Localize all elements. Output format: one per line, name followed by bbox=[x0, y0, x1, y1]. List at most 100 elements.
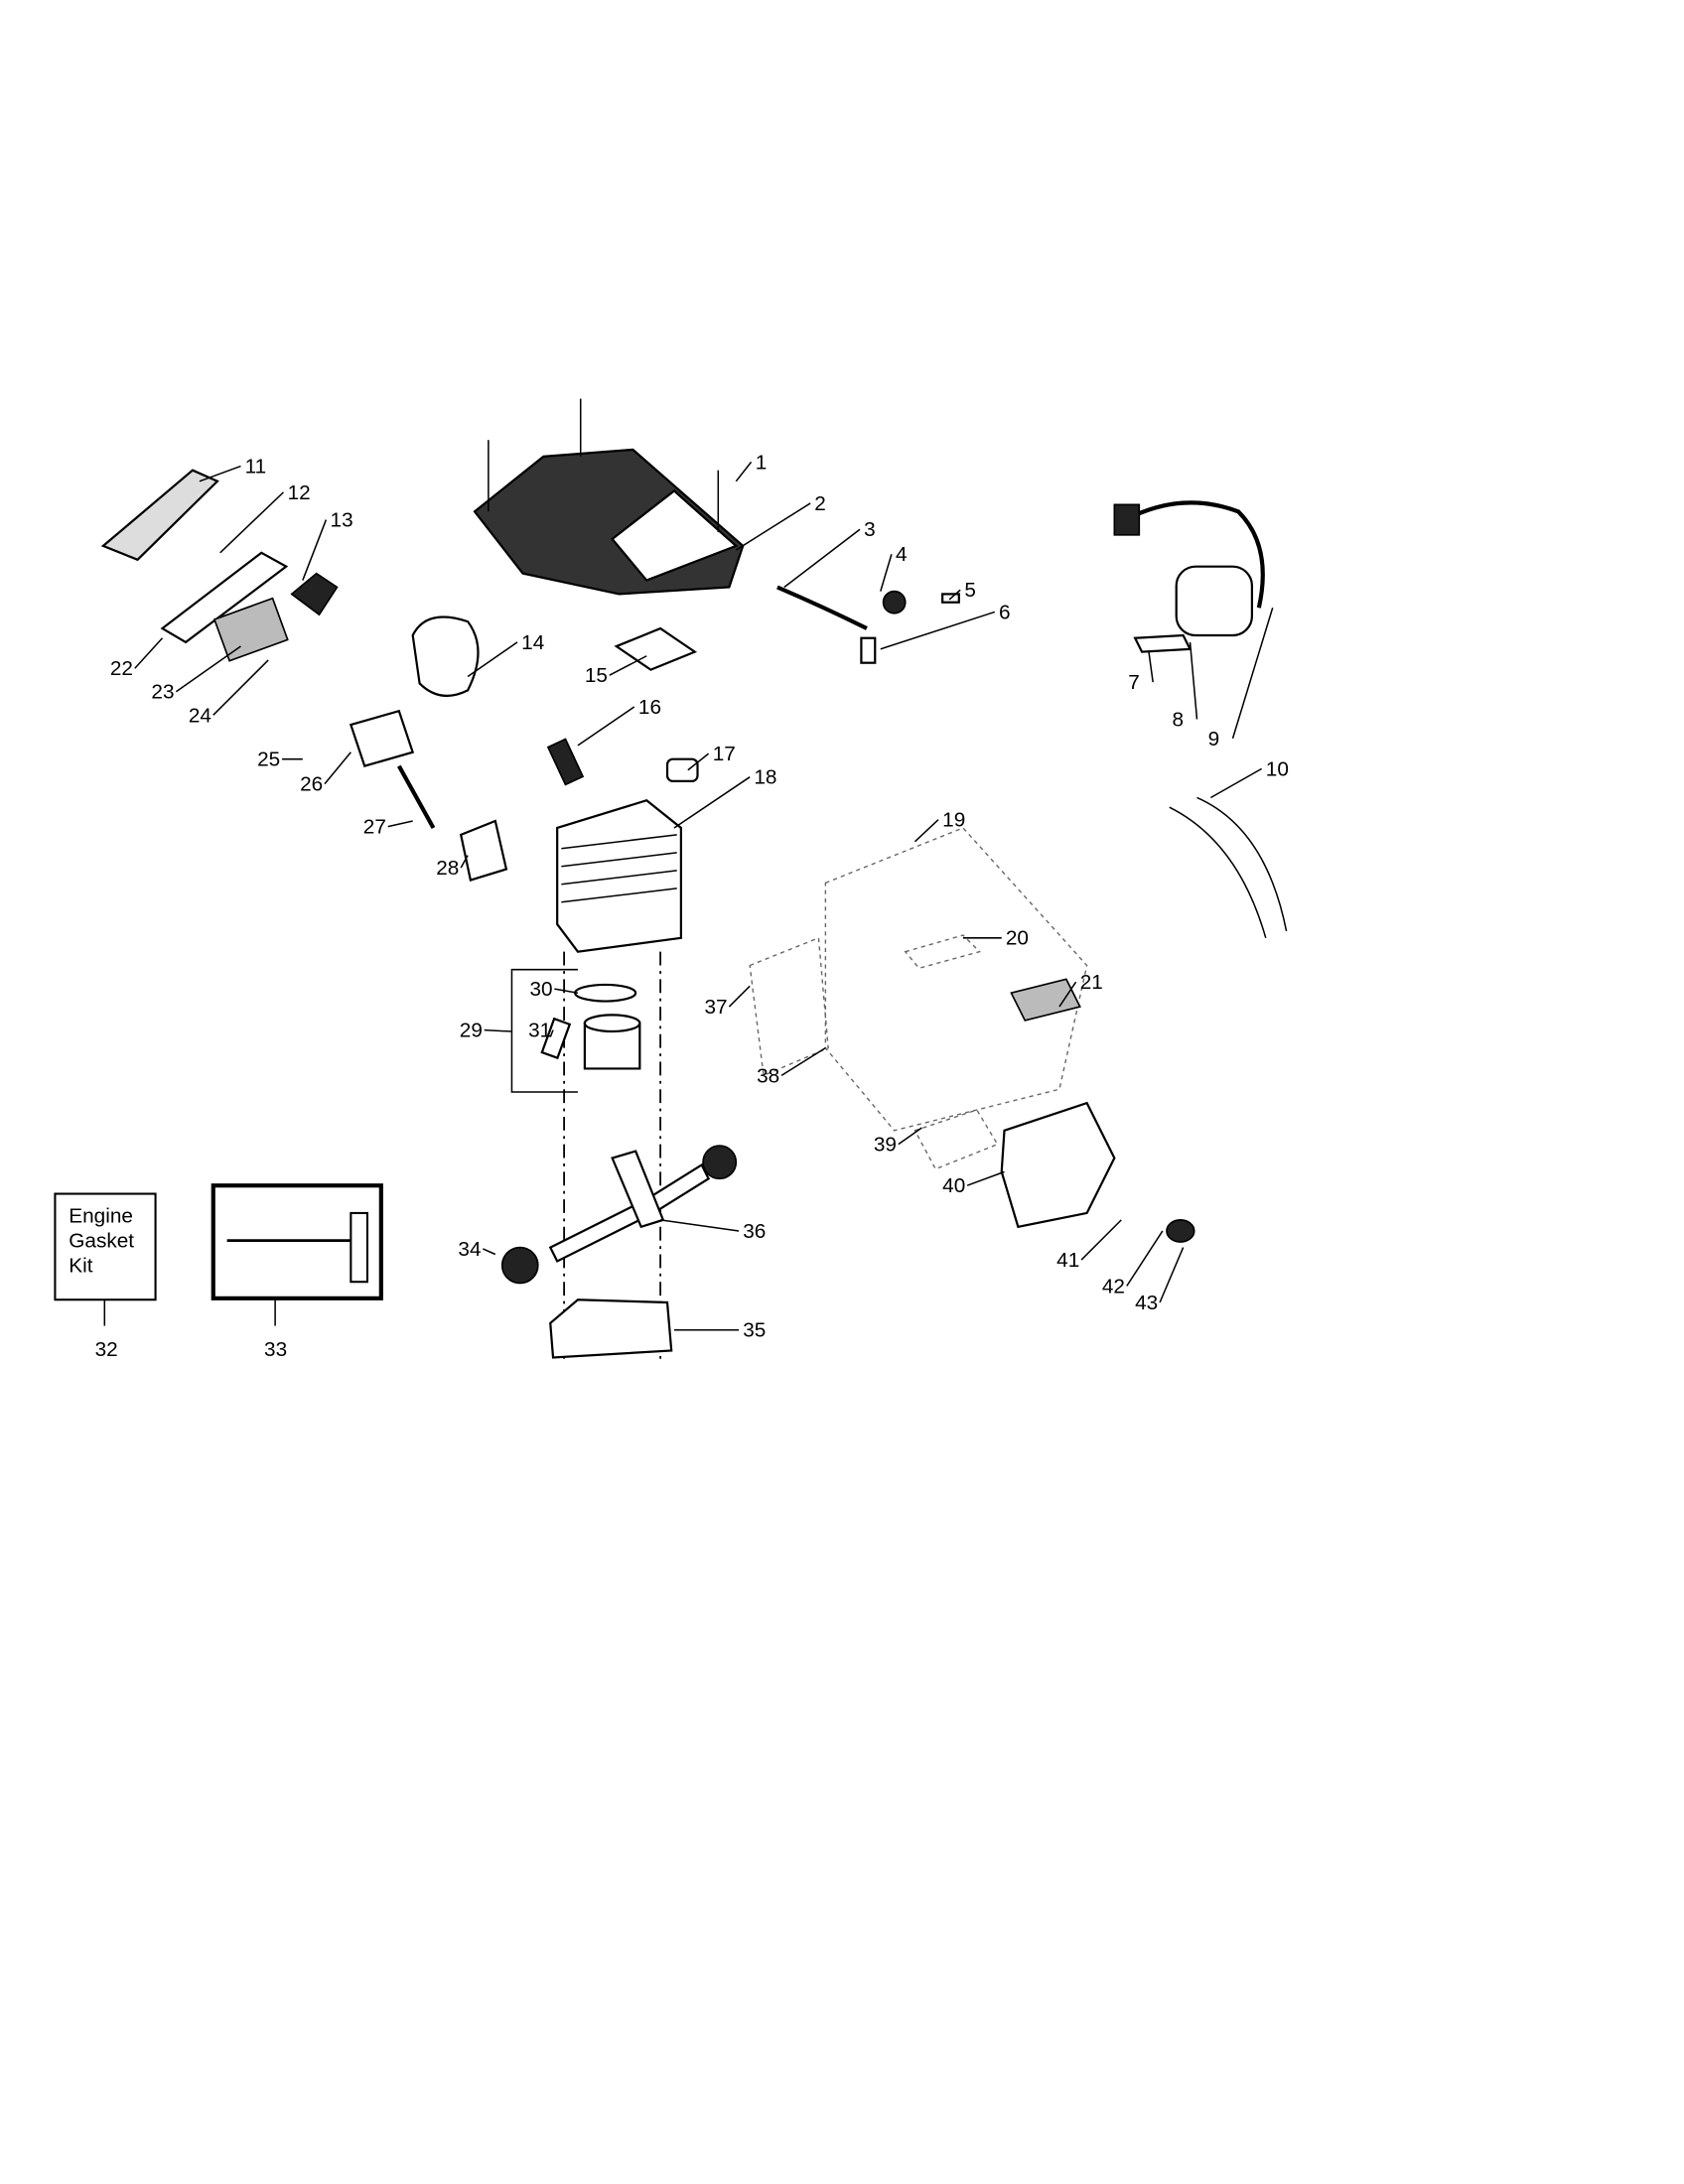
part-label-21: 21 bbox=[1080, 971, 1103, 994]
leader-line-12 bbox=[219, 491, 284, 554]
part-label-23: 23 bbox=[151, 681, 174, 704]
leader-line-22 bbox=[134, 637, 164, 669]
part-label-17: 17 bbox=[713, 743, 736, 765]
fuel-filter-part bbox=[860, 636, 877, 664]
wire-part bbox=[1196, 796, 1288, 932]
wire-part bbox=[1169, 806, 1267, 939]
part-label-43: 43 bbox=[1135, 1292, 1158, 1314]
part-label-26: 26 bbox=[300, 773, 323, 796]
leader-line-13 bbox=[302, 519, 328, 581]
part-label-2: 2 bbox=[814, 492, 826, 515]
part-label-40: 40 bbox=[942, 1174, 965, 1197]
leader-line-17 bbox=[687, 752, 710, 771]
washer-part bbox=[1166, 1219, 1195, 1243]
piston-ring-part bbox=[574, 983, 637, 1003]
part-label-12: 12 bbox=[288, 481, 311, 504]
part-label-41: 41 bbox=[1056, 1249, 1079, 1272]
spark-boot-part bbox=[1113, 503, 1141, 536]
part-label-7: 7 bbox=[1128, 671, 1140, 694]
part-illustrations: Engine Gasket Kit bbox=[54, 398, 1288, 1365]
cover-panel bbox=[611, 489, 739, 582]
leader-line-39 bbox=[898, 1127, 922, 1146]
leader-line-41 bbox=[1080, 1219, 1122, 1261]
part-label-24: 24 bbox=[189, 704, 211, 727]
intake-seal-part bbox=[411, 615, 480, 698]
leader-line-8 bbox=[1189, 641, 1198, 720]
piston-top bbox=[583, 1014, 641, 1033]
part-label-42: 42 bbox=[1102, 1275, 1125, 1297]
part-label-25: 25 bbox=[257, 749, 280, 771]
bolt-part bbox=[397, 764, 436, 829]
part-label-10: 10 bbox=[1266, 757, 1289, 780]
ignition-wire bbox=[1127, 500, 1265, 609]
valve-part bbox=[882, 590, 907, 614]
part-label-13: 13 bbox=[331, 509, 353, 532]
leader-line-6 bbox=[880, 611, 996, 650]
leader-line-31 bbox=[549, 1029, 554, 1037]
part-label-37: 37 bbox=[704, 996, 727, 1019]
ignition-module-part bbox=[1175, 565, 1254, 637]
leader-line-1 bbox=[735, 461, 753, 482]
air-filter-part bbox=[100, 469, 219, 562]
leader-line-11 bbox=[199, 465, 241, 482]
gasket-kit-line2: Gasket bbox=[69, 1230, 134, 1253]
part-label-3: 3 bbox=[864, 518, 876, 541]
leader-line-28 bbox=[460, 855, 469, 869]
bearing-part bbox=[500, 1246, 539, 1285]
carburetor-part bbox=[212, 597, 289, 662]
leader-line-38 bbox=[780, 1047, 826, 1077]
part-label-11: 11 bbox=[245, 455, 267, 478]
muffler-gasket-part bbox=[913, 1109, 999, 1170]
part-label-32: 32 bbox=[95, 1338, 118, 1361]
part-label-20: 20 bbox=[1006, 927, 1029, 950]
part-label-1: 1 bbox=[756, 451, 768, 474]
leader-line-30 bbox=[554, 988, 579, 994]
leader-line-18 bbox=[673, 776, 751, 829]
leader-line-40 bbox=[966, 1170, 1005, 1186]
carburetor-adapter-part bbox=[349, 709, 415, 767]
leader-line-16 bbox=[577, 706, 635, 747]
leader-line-23 bbox=[175, 645, 241, 693]
part-number-labels: 1234567891011121314151617181920212223242… bbox=[95, 451, 1289, 1361]
part-label-33: 33 bbox=[264, 1338, 287, 1361]
part-label-14: 14 bbox=[521, 631, 544, 654]
leader-line-5 bbox=[948, 589, 961, 601]
leader-line-7 bbox=[1148, 651, 1154, 683]
intake-elbow-part bbox=[290, 572, 339, 616]
plug-cap-part bbox=[665, 757, 699, 782]
muffler-body-part bbox=[824, 827, 1088, 1132]
leader-line-26 bbox=[324, 751, 351, 785]
part-label-8: 8 bbox=[1173, 708, 1185, 731]
bearing-part bbox=[702, 1145, 738, 1180]
leader-line-27 bbox=[387, 820, 413, 828]
bracket-part bbox=[1133, 633, 1193, 653]
leader-line-19 bbox=[913, 819, 939, 843]
leader-line-43 bbox=[1159, 1247, 1185, 1303]
leader-line-2 bbox=[735, 502, 811, 551]
leader-line-21 bbox=[1058, 981, 1077, 1008]
t-wrench-handle bbox=[350, 1211, 368, 1284]
gasket-kit-line3: Kit bbox=[69, 1255, 92, 1278]
heat-shield-part bbox=[749, 936, 829, 1077]
leader-line-15 bbox=[609, 655, 647, 676]
cylinder-fins bbox=[561, 834, 677, 903]
leader-line-14 bbox=[467, 641, 518, 678]
leader-line-24 bbox=[212, 659, 269, 716]
part-label-28: 28 bbox=[436, 857, 459, 880]
leader-line-3 bbox=[783, 528, 861, 589]
intake-gasket-part bbox=[459, 819, 508, 883]
part-label-30: 30 bbox=[529, 978, 552, 1001]
part-label-38: 38 bbox=[757, 1064, 779, 1087]
gasket-kit-line1: Engine bbox=[69, 1205, 133, 1228]
piston-pin-part bbox=[540, 1017, 572, 1060]
gasket-kit-box bbox=[54, 1192, 157, 1301]
crankcase-part bbox=[549, 1298, 673, 1359]
leader-line-10 bbox=[1209, 767, 1262, 799]
part-label-27: 27 bbox=[363, 816, 386, 839]
leader-line-34 bbox=[483, 1248, 496, 1256]
part-label-5: 5 bbox=[964, 579, 976, 602]
part-label-34: 34 bbox=[458, 1238, 481, 1261]
part-label-15: 15 bbox=[585, 664, 608, 687]
spark-plug-part bbox=[546, 738, 585, 786]
